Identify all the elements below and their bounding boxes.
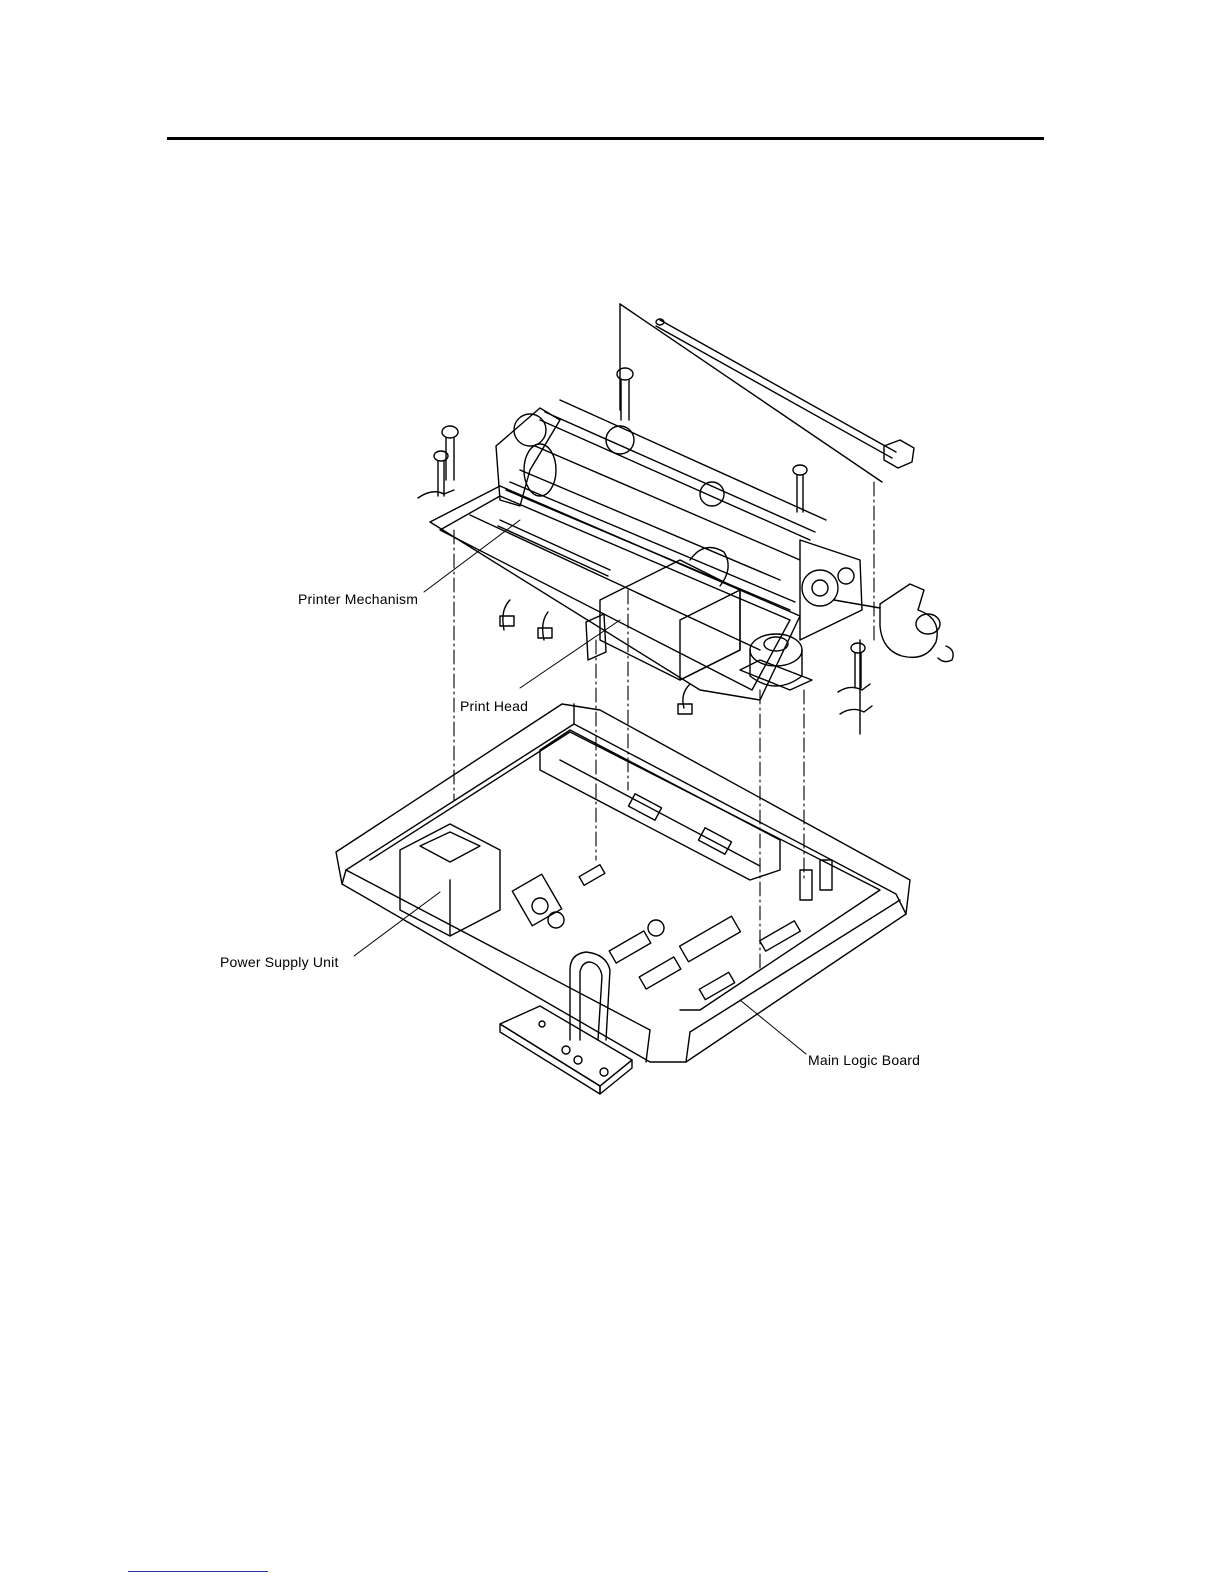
power-supply-block	[400, 824, 500, 936]
screw-top-right	[793, 465, 807, 512]
label-power-supply-unit: Power Supply Unit	[220, 954, 339, 970]
screw-right	[851, 643, 865, 688]
base-housing	[336, 704, 910, 1062]
alignment-lines	[454, 482, 874, 970]
label-main-logic-board: Main Logic Board	[808, 1052, 920, 1068]
printer-mechanism	[430, 400, 862, 700]
logic-board-components	[512, 860, 832, 1000]
shaft-rod	[656, 319, 914, 468]
control-panel-board	[500, 1006, 632, 1094]
footer-rule	[128, 1571, 268, 1572]
label-printer-mechanism: Printer Mechanism	[298, 591, 418, 607]
label-print-head: Print Head	[460, 698, 528, 714]
motor	[740, 634, 812, 690]
